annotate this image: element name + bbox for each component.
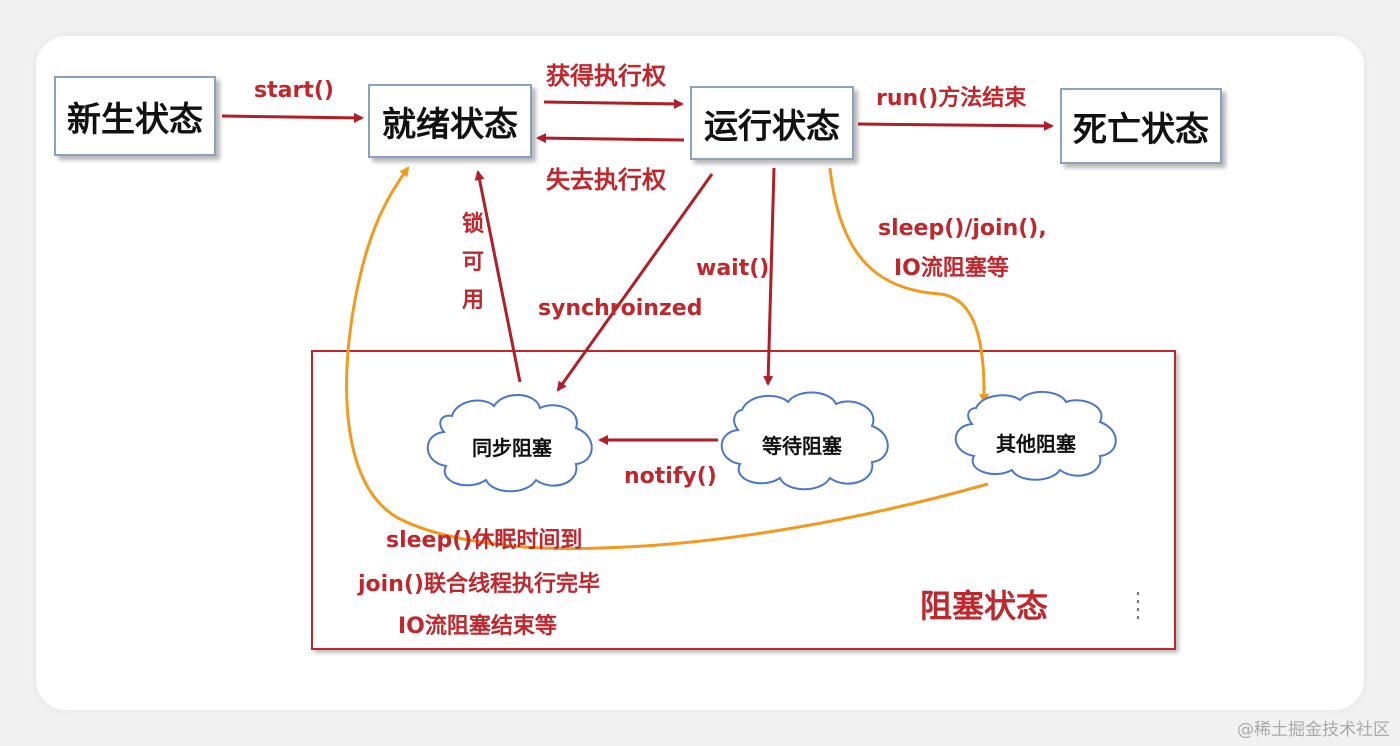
arrow-start <box>221 112 364 123</box>
arrow-lose-exec <box>536 133 685 144</box>
arrow-synchronized <box>556 173 714 392</box>
cloud-wait-text: 等待阻塞 <box>762 434 842 458</box>
arrow-sleep-join <box>828 167 990 404</box>
state-running: 运行状态 <box>690 86 854 160</box>
arrow-wait <box>763 167 776 386</box>
label-sleep-join: sleep()/join(), <box>878 216 1047 241</box>
label-return-io: IO流阻塞结束等 <box>398 614 557 639</box>
cloud-sync-blocked <box>426 393 593 493</box>
label-wait: wait() <box>696 256 770 281</box>
cloud-other-text: 其他阻塞 <box>996 432 1076 456</box>
state-new: 新生状态 <box>54 76 216 156</box>
arrow-return-ready <box>345 166 989 551</box>
label-lock-char-1: 锁 <box>462 212 485 237</box>
label-lose-exec: 失去执行权 <box>546 166 666 194</box>
label-get-exec: 获得执行权 <box>546 62 666 90</box>
label-lock-char-2: 可 <box>462 250 485 275</box>
watermark: @稀土掘金技术社区 <box>1237 720 1390 740</box>
arrow-get-exec <box>543 98 684 109</box>
label-return-join: join()联合线程执行完毕 <box>358 572 600 597</box>
cloud-wait-blocked <box>720 391 889 491</box>
cloud-other-blocked <box>954 391 1117 481</box>
label-lock-char-3: 用 <box>462 288 485 313</box>
label-synchronized: synchroinzed <box>538 296 703 321</box>
cloud-sync-text: 同步阻塞 <box>472 436 552 460</box>
state-runnable: 就绪状态 <box>368 84 532 158</box>
state-dead: 死亡状态 <box>1060 88 1222 164</box>
label-notify: notify() <box>624 464 717 489</box>
label-lock-available: 锁 可 用 <box>462 214 484 328</box>
blocked-state-area <box>311 350 1176 650</box>
arrow-run-end <box>857 120 1054 131</box>
label-run-end: run()方法结束 <box>876 86 1027 111</box>
label-blocked-state: 阻塞状态 <box>920 587 1049 625</box>
label-io-block: IO流阻塞等 <box>894 256 1009 281</box>
label-return-sleep: sleep()休眠时间到 <box>386 528 583 553</box>
arrow-lock-available <box>474 170 522 383</box>
label-start: start() <box>254 78 334 103</box>
